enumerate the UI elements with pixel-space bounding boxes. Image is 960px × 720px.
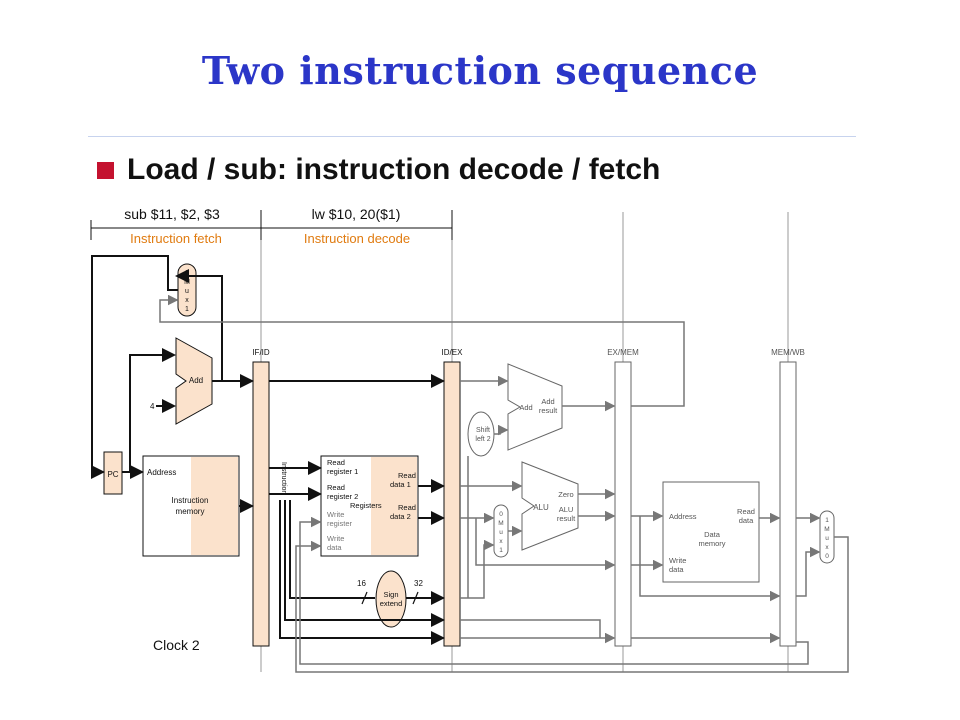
wb-mux-0: 1 bbox=[825, 517, 829, 524]
pc-adder-label: Add bbox=[189, 376, 203, 385]
instr-left-label: sub $11, $2, $3 bbox=[124, 206, 220, 222]
bullet-row: Load / sub: instruction decode / fetch bbox=[97, 152, 660, 188]
data-memory bbox=[662, 481, 760, 583]
dmem-name-2: memory bbox=[698, 539, 725, 548]
pc-mux-1: M bbox=[184, 279, 190, 286]
alu-mux-0: 0 bbox=[499, 511, 503, 518]
add2-out-1: Add bbox=[541, 397, 554, 406]
bullet-square-icon bbox=[97, 161, 114, 179]
exmem-register bbox=[614, 361, 632, 647]
imem-address: Address bbox=[147, 468, 176, 477]
reg-rd2-b: data 2 bbox=[390, 512, 411, 521]
wb-mux-4: 0 bbox=[825, 553, 829, 560]
alu-mux-4: 1 bbox=[499, 547, 503, 554]
reg-rd1-a: Read bbox=[398, 471, 416, 480]
wb-mux-1: M bbox=[824, 526, 829, 533]
stage-header: sub $11, $2, $3 lw $10, 20($1) Instructi… bbox=[90, 206, 453, 246]
idex-label: ID/EX bbox=[442, 348, 464, 357]
bits-32: 32 bbox=[414, 579, 423, 588]
dmem-read-1: Read bbox=[737, 507, 755, 516]
idex-register bbox=[443, 361, 461, 647]
alu-mux-2: u bbox=[499, 529, 503, 536]
shift-left-2 bbox=[467, 411, 495, 457]
alu-res-1: ALU bbox=[559, 505, 574, 514]
dmem-read-2: data bbox=[739, 516, 754, 525]
slide-title: Two instruction sequence bbox=[201, 48, 759, 93]
shift-label-1: Shift bbox=[476, 427, 490, 434]
stage-right-label: Instruction decode bbox=[304, 231, 410, 246]
pipeline-registers: IF/ID ID/EX EX/MEM MEM/WB bbox=[252, 348, 805, 647]
alu-zero: Zero bbox=[558, 490, 573, 499]
bits-16: 16 bbox=[357, 579, 366, 588]
alu-label: ALU bbox=[533, 503, 549, 512]
reg-wdata-b: data bbox=[327, 543, 342, 552]
alu-mux-1: M bbox=[498, 520, 503, 527]
imem-name-2: memory bbox=[176, 507, 205, 516]
ifid-label: IF/ID bbox=[252, 348, 270, 357]
clock-label: Clock 2 bbox=[153, 637, 200, 653]
reg-read2-a: Read bbox=[327, 483, 345, 492]
wb-mux-3: x bbox=[825, 544, 829, 551]
title-divider bbox=[88, 136, 856, 137]
dmem-name-1: Data bbox=[704, 530, 721, 539]
faded-wires bbox=[159, 294, 849, 673]
pc-mux-2: u bbox=[185, 288, 189, 295]
reg-rd1-b: data 1 bbox=[390, 480, 411, 489]
reg-read1-a: Read bbox=[327, 458, 345, 467]
alu-mux-3: x bbox=[499, 538, 503, 545]
dmem-write-2: data bbox=[669, 565, 684, 574]
add2-in: Add bbox=[519, 403, 532, 412]
pc-label: PC bbox=[107, 470, 118, 479]
memwb-label: MEM/WB bbox=[771, 348, 805, 357]
exmem-label: EX/MEM bbox=[607, 348, 639, 357]
stage-left-label: Instruction fetch bbox=[130, 231, 222, 246]
const-four: 4 bbox=[150, 402, 155, 411]
reg-read2-b: register 2 bbox=[327, 492, 358, 501]
instr-right-label: lw $10, 20($1) bbox=[312, 206, 401, 222]
ifid-register bbox=[252, 361, 270, 647]
sign-label-1: Sign bbox=[383, 590, 398, 599]
memwb-register bbox=[779, 361, 797, 647]
pc-mux-3: x bbox=[185, 297, 189, 304]
reg-write-a: Write bbox=[327, 510, 344, 519]
dmem-write-1: Write bbox=[669, 556, 686, 565]
reg-wdata-a: Write bbox=[327, 534, 344, 543]
reg-read1-b: register 1 bbox=[327, 467, 358, 476]
shift-label-2: left 2 bbox=[475, 436, 490, 443]
wb-mux-2: u bbox=[825, 535, 829, 542]
active-wires bbox=[91, 255, 445, 645]
instruction-vertical-label: Instruction bbox=[280, 462, 287, 494]
bullet-text: Load / sub: instruction decode / fetch bbox=[127, 153, 661, 186]
pc-adder bbox=[175, 337, 213, 425]
reg-write-b: register bbox=[327, 519, 353, 528]
add2-out-2: result bbox=[539, 406, 558, 415]
alu-res-2: result bbox=[557, 514, 576, 523]
reg-name: Registers bbox=[350, 501, 382, 510]
pc-mux-4: 1 bbox=[185, 306, 189, 313]
imem-name-1: Instruction bbox=[172, 496, 209, 505]
dmem-address: Address bbox=[669, 512, 697, 521]
sign-label-2: extend bbox=[380, 599, 403, 608]
reg-rd2-a: Read bbox=[398, 503, 416, 512]
